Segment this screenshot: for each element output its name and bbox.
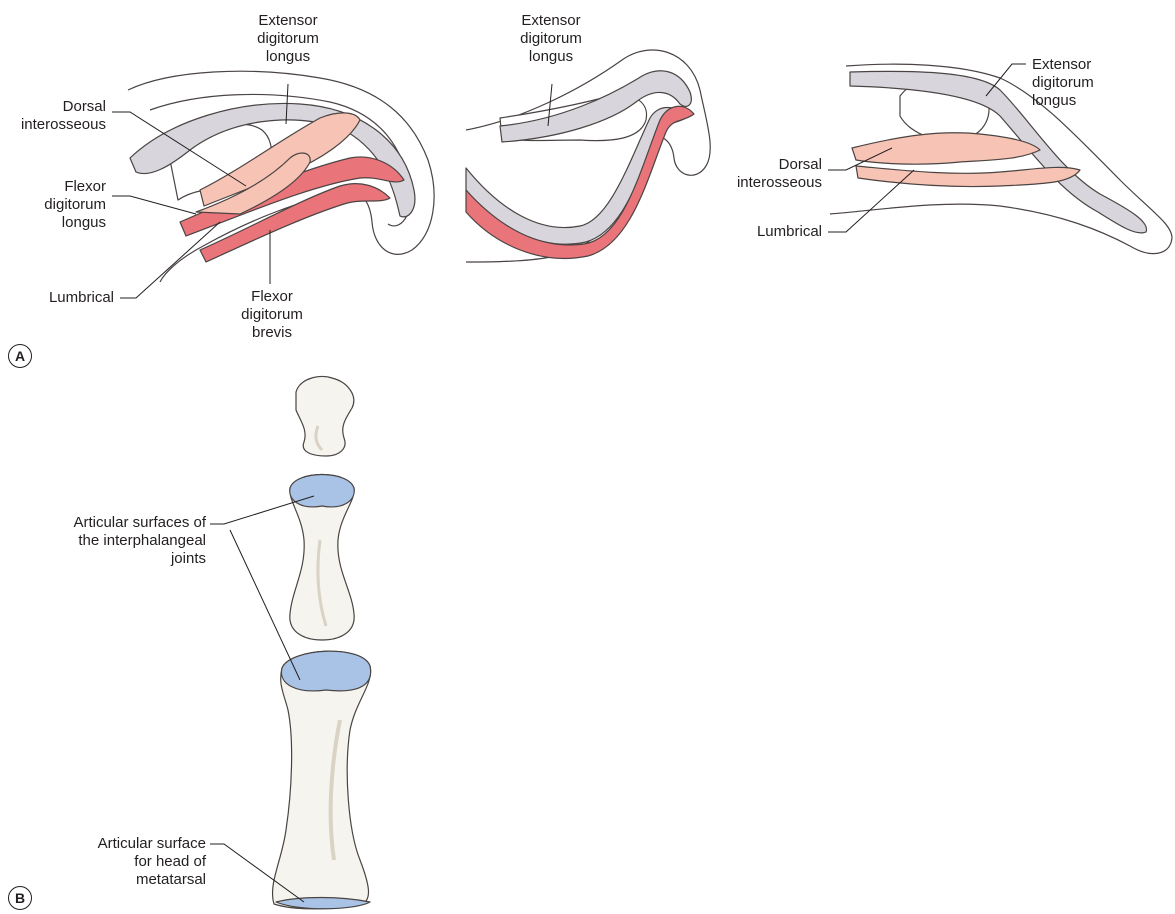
label-b-interphalangeal-articular-surfaces: Articular surfaces of the interphalangea…: [20, 514, 206, 568]
middle-phalanx-cartilage: [290, 475, 354, 507]
leader-b-interphalangeal-2: [230, 530, 300, 680]
label-a2-extensor-digitorum-longus: Extensor digitorum longus: [496, 12, 606, 66]
label-a3-lumbrical: Lumbrical: [720, 223, 822, 241]
toe-a1: [128, 71, 434, 282]
label-a1-extensor-digitorum-longus: Extensor digitorum longus: [238, 12, 338, 66]
label-a3-extensor-digitorum-longus: Extensor digitorum longus: [1032, 56, 1142, 110]
proximal-phalanx-cartilage: [281, 651, 370, 691]
toe-a2: [466, 50, 710, 262]
panel-tag-b: B: [8, 886, 32, 910]
label-a1-flexor-digitorum-longus: Flexor digitorum longus: [0, 178, 106, 232]
label-a1-flexor-digitorum-brevis: Flexor digitorum brevis: [222, 288, 322, 342]
label-b-metatarsal-articular-surface: Articular surface for head of metatarsal: [20, 835, 206, 889]
distal-phalanx: [296, 377, 354, 456]
label-a1-lumbrical: Lumbrical: [0, 289, 114, 307]
label-a3-dorsal-interosseous: Dorsal interosseous: [720, 156, 822, 192]
panel-tag-a: A: [8, 344, 32, 368]
bones-b: [273, 377, 371, 909]
label-a1-dorsal-interosseous: Dorsal interosseous: [0, 98, 106, 134]
